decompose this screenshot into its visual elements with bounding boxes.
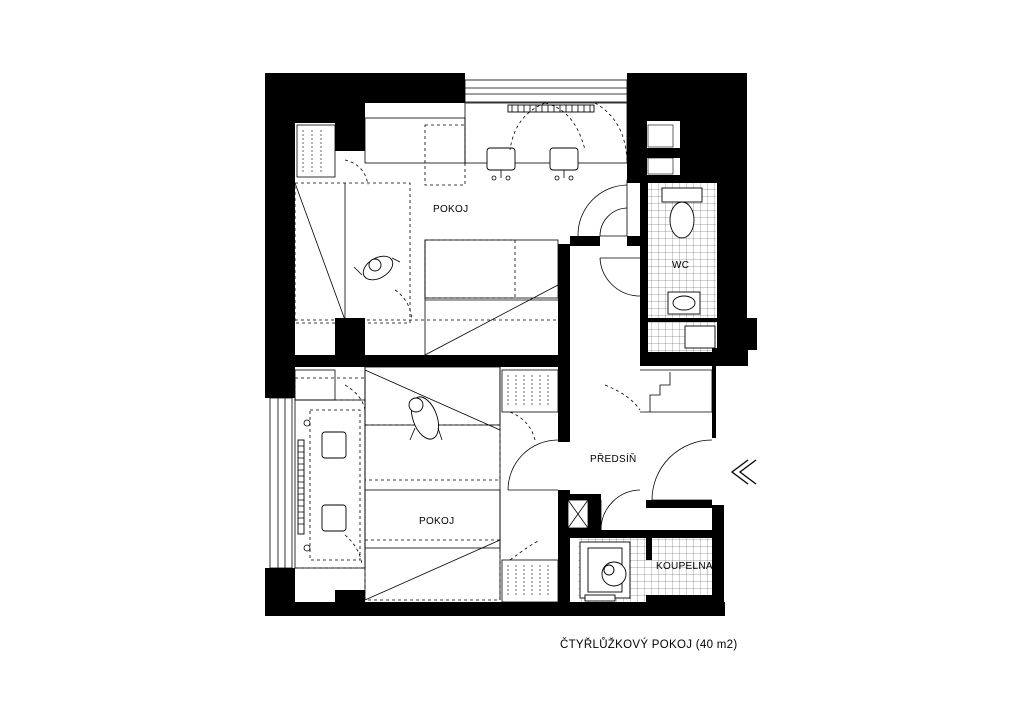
entrance-arrow-icon <box>730 459 757 485</box>
lower-room-furniture <box>294 366 559 603</box>
windows <box>269 79 628 569</box>
room-label-predsin: PŘEDSÍŇ <box>590 452 637 465</box>
room-label-wc: WC <box>672 260 689 271</box>
upper-room-furniture <box>294 102 628 356</box>
wc-fixtures <box>661 187 716 349</box>
room-label-koupelna: KOUPELNA <box>656 561 713 572</box>
bathroom-fixtures <box>579 541 631 602</box>
room-label-pokoj-lower: POKOJ <box>419 516 454 527</box>
walls <box>265 73 757 616</box>
room-label-pokoj-upper: POKOJ <box>433 204 468 215</box>
plan-caption: ČTYŘLŮŽKOVÝ POKOJ (40 m2) <box>560 638 737 651</box>
doors <box>507 180 713 531</box>
